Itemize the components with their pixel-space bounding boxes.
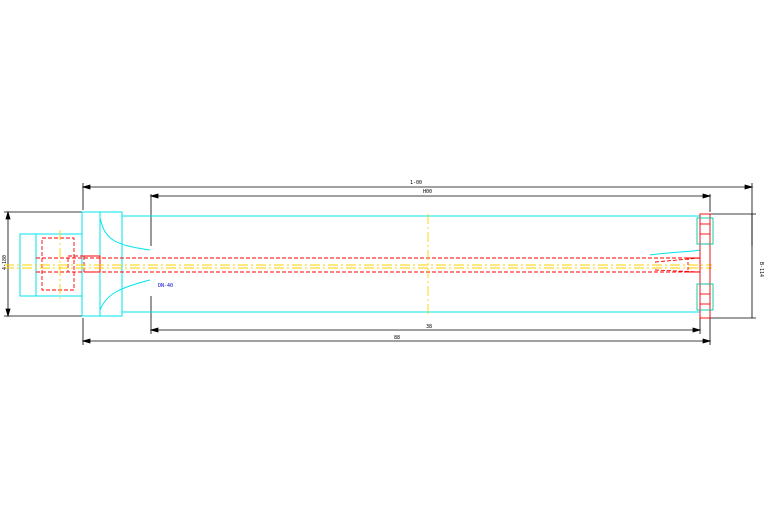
- right-flange-bolts: [696, 217, 714, 311]
- bottom-overall-text: 88: [394, 335, 400, 341]
- left-height-text: 4-180: [2, 255, 8, 270]
- overall-length-text: 1-00: [410, 180, 422, 186]
- hidden-lines: [36, 237, 701, 291]
- bottom-inner-text: 38: [426, 324, 432, 330]
- centerlines: [4, 214, 712, 316]
- right-height-text: B-114: [758, 262, 764, 277]
- dimension-lines: [4, 183, 756, 345]
- nominal-size-label: DN-40: [158, 283, 173, 289]
- right-flange: [687, 213, 711, 319]
- inner-length-text: H00: [423, 189, 432, 195]
- dimension-texts: 1-00 H00 38 88 4-180 B-114: [2, 180, 764, 341]
